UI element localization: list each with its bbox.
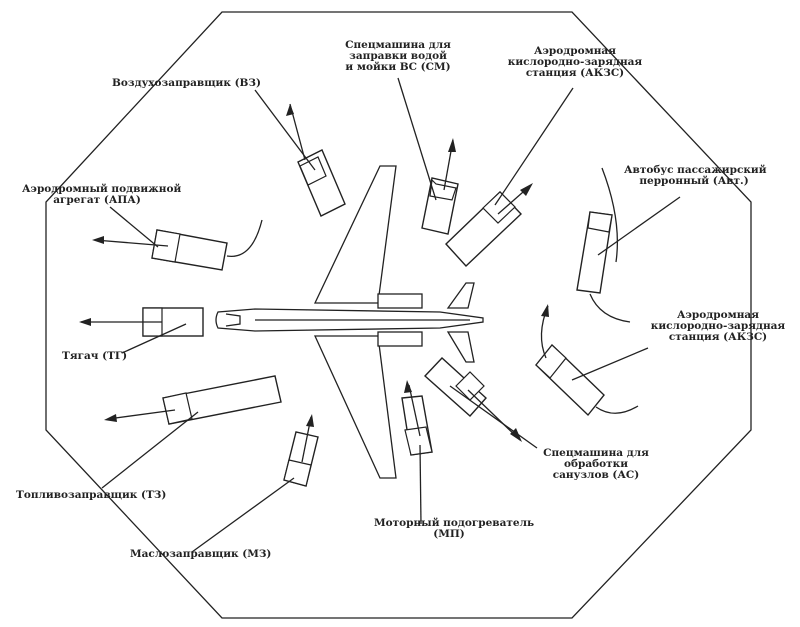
vehicle-tz bbox=[104, 375, 282, 425]
vehicle-mz bbox=[283, 414, 319, 487]
label-mp: Моторный подогреватель (МП) bbox=[374, 517, 535, 540]
label-as-line3: санузлов (АС) bbox=[552, 469, 640, 481]
label-akzs-top: Аэродромная кислородно-зарядная станция … bbox=[507, 46, 643, 79]
vehicle-apa bbox=[92, 219, 263, 271]
vehicle-vz bbox=[286, 103, 346, 217]
label-akzs-top-line1: Аэродромная bbox=[533, 45, 616, 57]
label-apa-line2: агрегат (АПА) bbox=[53, 194, 141, 206]
label-mp-line1: Моторный подогреватель bbox=[374, 517, 535, 529]
vehicle-mp bbox=[401, 380, 433, 456]
label-akzs-right-line1: Аэродромная bbox=[676, 309, 759, 321]
vehicle-akzs-right bbox=[535, 304, 639, 417]
label-akzs-right-line2: кислородно-зарядная bbox=[650, 320, 786, 332]
vehicle-as bbox=[423, 357, 522, 442]
label-mp-line2: (МП) bbox=[433, 528, 465, 540]
label-as-line2: обработки bbox=[563, 458, 629, 470]
vehicle-tyagach bbox=[79, 307, 204, 337]
leader-lines bbox=[101, 77, 681, 553]
label-akzs-right: Аэродромная кислородно-зарядная станция … bbox=[648, 310, 788, 343]
label-sm-line1: Спецмашина для bbox=[345, 39, 451, 51]
label-bus-line2: перронный (Авт.) bbox=[639, 175, 749, 187]
vehicle-bus bbox=[576, 167, 631, 323]
label-sm-line2: заправки водой bbox=[349, 50, 447, 62]
label-akzs-top-line3: станция (АКЗС) bbox=[525, 67, 625, 79]
vehicle-sm bbox=[421, 138, 459, 235]
aircraft bbox=[215, 165, 484, 479]
label-akzs-top-line2: кислородно-зарядная bbox=[507, 56, 643, 68]
label-tyagach: Тягач (ТГ) bbox=[62, 350, 128, 362]
label-as-line1: Спецмашина для bbox=[543, 447, 649, 459]
label-as: Спецмашина для обработки санузлов (АС) bbox=[534, 448, 658, 481]
label-vz: Воздухозаправщик (ВЗ) bbox=[112, 77, 261, 89]
label-sm-line3: и мойки ВС (СМ) bbox=[345, 61, 451, 73]
label-apa-line1: Аэродромный подвижной bbox=[22, 183, 182, 195]
label-apa: Аэродромный подвижной агрегат (АПА) bbox=[22, 183, 182, 206]
label-tz: Топливозаправщик (ТЗ) bbox=[16, 489, 167, 501]
label-bus: Автобус пассажирский перронный (Авт.) bbox=[624, 164, 767, 187]
label-bus-line1: Автобус пассажирский bbox=[624, 164, 767, 176]
apron-boundary bbox=[45, 11, 752, 619]
vehicle-akzs-top bbox=[445, 183, 533, 267]
label-akzs-right-line3: станция (АКЗС) bbox=[668, 331, 768, 343]
label-sm: Спецмашина для заправки водой и мойки ВС… bbox=[342, 40, 454, 73]
label-mz: Маслозаправщик (МЗ) bbox=[130, 548, 272, 560]
